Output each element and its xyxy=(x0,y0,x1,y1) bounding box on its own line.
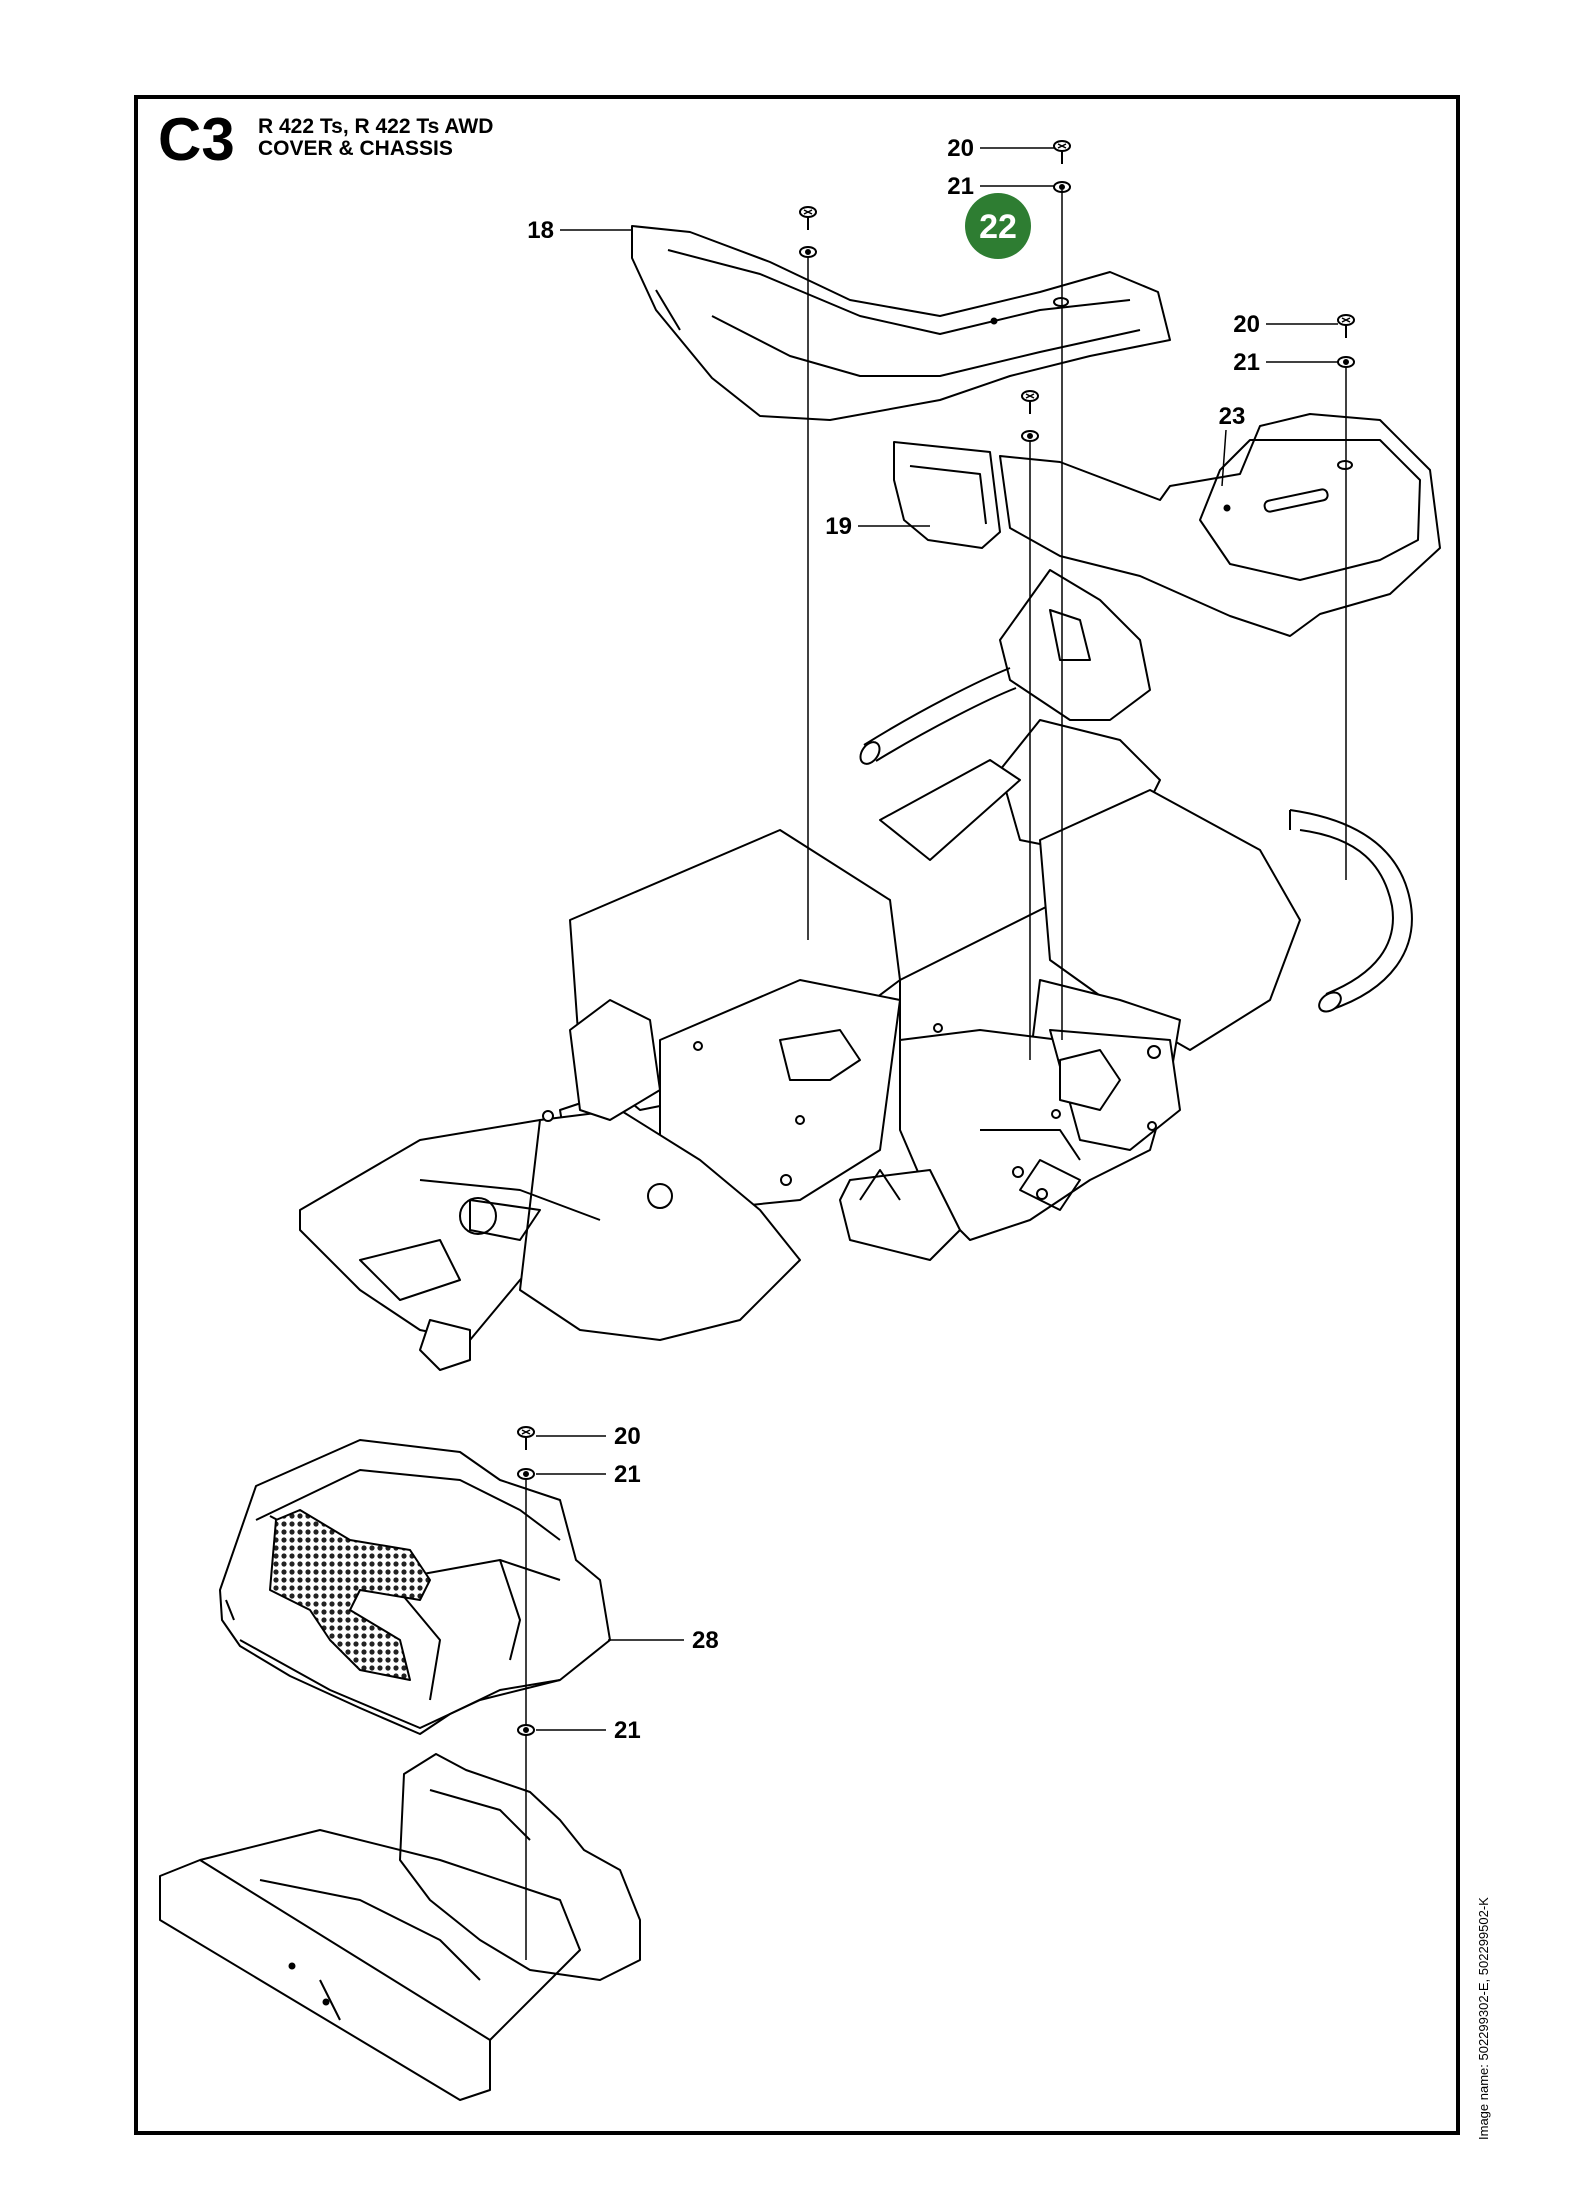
washer-icon xyxy=(799,246,817,258)
hardware-fasteners xyxy=(517,140,1355,1736)
callout-21-bottom: 21 xyxy=(614,1717,641,1744)
lower-pan-assembly xyxy=(159,1753,641,2101)
callout-21-low: 21 xyxy=(614,1461,641,1488)
callout-labels: 20 21 18 20 21 23 19 20 21 28 21 xyxy=(527,135,1260,1744)
highlight-badge-22[interactable]: 22 xyxy=(965,193,1031,259)
image-name-caption: Image name: 502299302-E, 502299502-K xyxy=(1476,1897,1491,2140)
section-code: C3 xyxy=(158,106,235,173)
screw-icon xyxy=(1337,314,1355,338)
callout-23: 23 xyxy=(1219,403,1246,430)
washer-icon xyxy=(517,1468,535,1480)
chassis-frame xyxy=(299,719,1301,1371)
callout-21-right: 21 xyxy=(1233,349,1260,376)
section-title: COVER & CHASSIS xyxy=(258,137,453,160)
leader-lines xyxy=(536,147,1338,1731)
callout-20-right: 20 xyxy=(1233,311,1260,338)
screw-icon xyxy=(517,1426,535,1450)
steering-bracket xyxy=(999,569,1151,721)
washer-icon xyxy=(517,1724,535,1736)
washer-icon xyxy=(1337,356,1355,368)
callout-21-top: 21 xyxy=(947,173,974,200)
callout-20-top: 20 xyxy=(947,135,974,162)
screw-icon xyxy=(1053,140,1071,164)
callout-20-low: 20 xyxy=(614,1423,641,1450)
assembly-lines xyxy=(525,190,1347,1960)
callout-28: 28 xyxy=(692,1627,719,1654)
diagram-frame xyxy=(134,95,1460,2135)
part-18-fender-cover xyxy=(631,225,1171,421)
screw-icon xyxy=(1021,390,1039,414)
screw-icon xyxy=(799,206,817,230)
highlight-part-number: 22 xyxy=(979,208,1017,246)
washer-icon xyxy=(1053,181,1071,193)
part-23-seat-pan xyxy=(999,413,1441,637)
callout-19: 19 xyxy=(825,513,852,540)
callout-18: 18 xyxy=(527,217,554,244)
washer-icon xyxy=(1021,430,1039,442)
part-28-hood xyxy=(219,1439,611,1735)
grab-handles xyxy=(859,667,1413,1013)
model-title: R 422 Ts, R 422 Ts AWD xyxy=(258,115,494,138)
part-19-dash-panel xyxy=(893,441,1001,549)
